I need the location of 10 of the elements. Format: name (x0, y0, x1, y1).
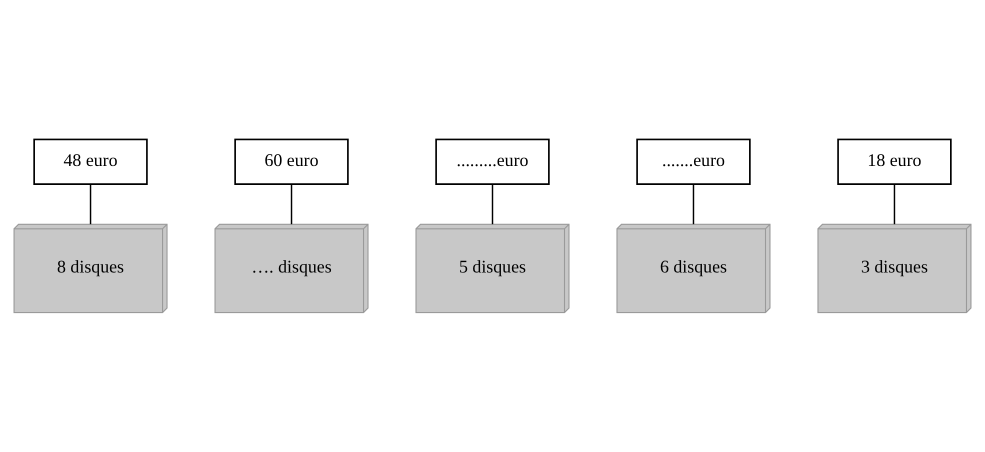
node-box: .........euro (435, 138, 550, 185)
connector (90, 184, 92, 224)
connector (894, 184, 896, 224)
connector (290, 184, 292, 224)
node-box: 48 euro (33, 138, 148, 185)
node-box: 60 euro (234, 138, 349, 185)
connector (492, 184, 494, 224)
node-box: 18 euro (837, 138, 952, 185)
node-box: .......euro (636, 138, 751, 185)
connector (692, 184, 694, 224)
